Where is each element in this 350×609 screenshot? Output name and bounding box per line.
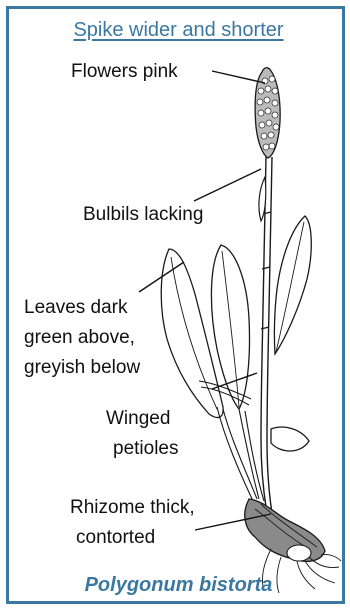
spike-heading: Spike wider and shorter	[9, 17, 348, 43]
lower-leaf	[271, 427, 309, 451]
label-petioles-line1: Winged	[106, 406, 170, 432]
label-petioles-line2: petioles	[113, 436, 179, 462]
label-leaves-line3: greyish below	[24, 355, 140, 381]
species-name: Polygonum bistorta	[9, 572, 348, 598]
figure-frame: Spike wider and shorter Flowers pink Bul…	[6, 6, 345, 604]
label-rhizome-line2: contorted	[76, 525, 155, 551]
pointer-bulbils	[194, 169, 261, 201]
right-leaf	[274, 216, 311, 354]
label-leaves-line2: green above,	[24, 325, 135, 351]
label-flowers: Flowers pink	[71, 59, 178, 85]
label-rhizome-line1: Rhizome thick,	[70, 495, 195, 521]
label-leaves-line1: Leaves dark	[24, 295, 128, 321]
pointer-flowers	[212, 71, 265, 83]
label-bulbils: Bulbils lacking	[83, 202, 203, 228]
rhizome	[245, 499, 325, 561]
